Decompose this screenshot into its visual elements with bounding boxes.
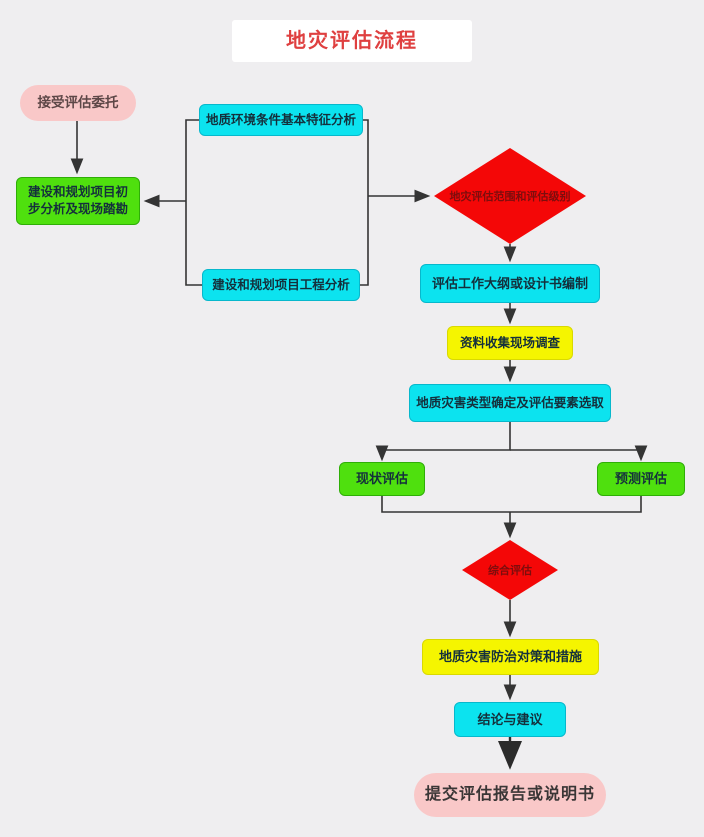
node-current-eval: 现状评估 (339, 462, 425, 496)
edge-right-bracket (360, 119, 369, 286)
node-accept-commission: 接受评估委托 (20, 85, 136, 121)
node-scope-level-decision: 地灾评估范围和评估级别 (449, 191, 571, 203)
node-prevention: 地质灾害防治对策和措施 (422, 639, 599, 675)
node-data-collection: 资料收集现场调查 (447, 326, 573, 360)
node-project-analysis: 建设和规划项目工程分析 (202, 269, 360, 301)
node-initial-analysis: 建设和规划项目初步分析及现场踏勘 (16, 177, 140, 225)
edge-merge (381, 496, 642, 513)
node-conclusion: 结论与建议 (454, 702, 566, 737)
node-type-elements: 地质灾害类型确定及评估要素选取 (409, 384, 611, 422)
node-submit-report: 提交评估报告或说明书 (414, 773, 606, 817)
node-predict-eval: 预测评估 (597, 462, 685, 496)
edge-split-left (382, 422, 511, 451)
node-comprehensive-decision: 综合评估 (488, 565, 532, 577)
node-outline: 评估工作大纲或设计书编制 (420, 264, 600, 303)
node-env-analysis: 地质环境条件基本特征分析 (199, 104, 363, 136)
edge-left-bracket (185, 119, 202, 286)
page-title: 地灾评估流程 (232, 20, 472, 62)
